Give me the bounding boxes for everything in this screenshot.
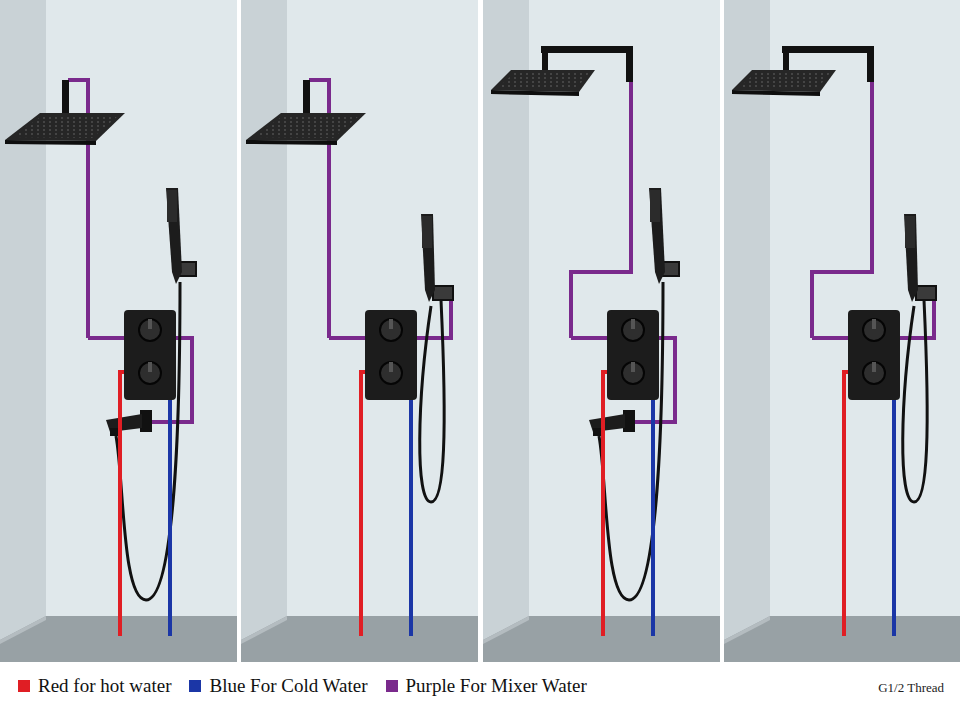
legend-item: Red for hot water [18,675,171,697]
legend-text: Purple For Mixer Water [406,675,587,697]
legend-swatch [189,680,201,692]
legend-item: Purple For Mixer Water [386,675,587,697]
legend-swatch [18,680,30,692]
thread-note: G1/2 Thread [878,680,944,696]
legend-text: Blue For Cold Water [209,675,367,697]
legend: Red for hot water Blue For Cold Water Purp… [18,674,587,698]
legend-swatch [386,680,398,692]
legend-text: Red for hot water [38,675,171,697]
legend-item: Blue For Cold Water [189,675,367,697]
